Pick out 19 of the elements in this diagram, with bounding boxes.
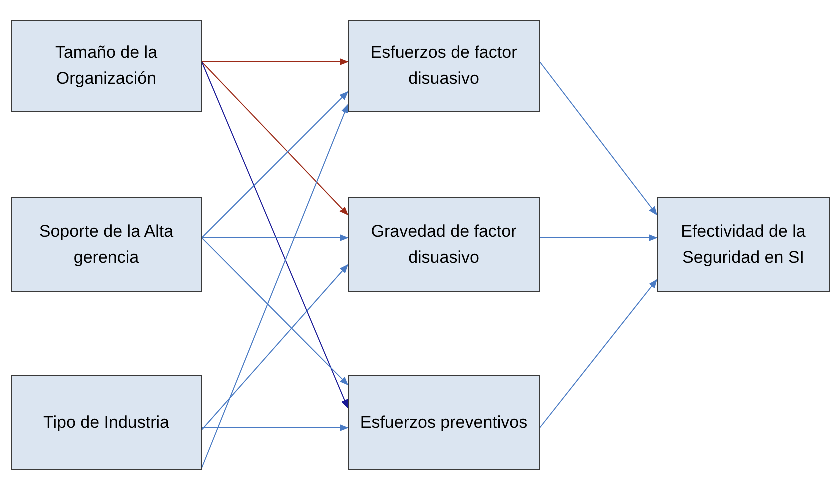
arrow [540,279,658,428]
arrow [202,62,349,216]
arrow [540,234,658,242]
concept-box: Tipo de Industria [11,375,202,470]
arrow [540,62,658,216]
arrow [202,104,348,468]
arrow [202,234,349,242]
arrow [202,238,349,386]
arrow [202,424,349,432]
concept-box: Gravedad de factor disuasivo [348,197,540,292]
concept-box: Esfuerzos preventivos [348,375,540,470]
concept-box: Tamaño de la Organización [11,20,202,112]
arrow [202,264,349,430]
concept-box: Efectividad de la Seguridad en SI [657,197,830,292]
concept-box: Esfuerzos de factor disuasivo [348,20,540,112]
arrow [202,91,349,238]
concept-box: Soporte de la Alta gerencia [11,197,202,292]
arrow [202,58,349,66]
arrow [202,62,348,409]
